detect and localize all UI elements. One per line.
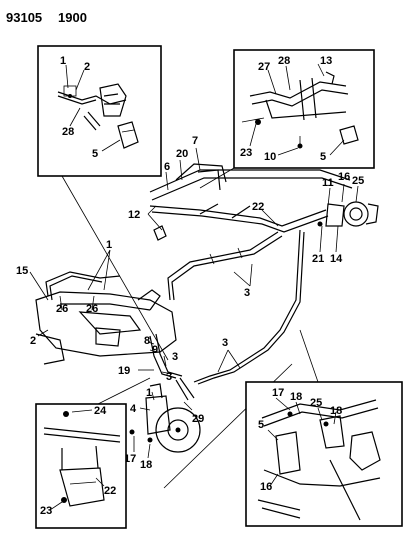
callout-2: 2 [84,61,90,73]
callout-20: 20 [176,148,188,160]
callout-9: 9 [152,344,158,356]
callout-10: 10 [264,151,276,163]
callout-22: 22 [104,485,116,497]
callout-25: 25 [310,397,322,409]
callout-19: 19 [118,365,130,377]
leader-inset-ll [97,377,151,405]
header-code: 1900 [58,10,87,25]
callout-23: 23 [240,147,252,159]
callout-25: 25 [352,175,364,187]
callout-4: 4 [130,403,137,415]
leader-inset-lr-b [299,329,319,383]
callout-26: 26 [86,303,98,315]
callout-14: 14 [330,253,343,265]
callout-16: 16 [260,481,272,493]
callout-1: 1 [146,387,152,399]
callout-24: 24 [94,405,107,417]
callout-1: 1 [106,239,112,251]
leader-inset-ur [199,167,235,189]
callout-5: 5 [258,419,264,431]
callout-2: 2 [30,335,36,347]
callout-22: 22 [252,201,264,213]
callout-17: 17 [124,453,136,465]
callout-27: 27 [258,61,270,73]
callout-3-lower: 3 [222,337,228,349]
callout-26: 26 [56,303,68,315]
inset-upper-left: 1 2 28 5 [37,45,162,177]
callout-23: 23 [40,505,52,517]
leader-inset-ul [61,175,169,361]
inset-lower-left: 24 22 23 [35,403,127,529]
header-part-number: 93105 [6,10,42,25]
callout-5: 5 [320,151,326,163]
inset-upper-right: 27 28 13 23 10 5 [233,49,375,169]
callout-13: 13 [320,55,332,67]
inset-lower-right: 17 18 25 18 5 16 [245,381,403,527]
callout-18: 18 [290,391,302,403]
callout-21: 21 [312,253,324,265]
callout-18: 18 [140,459,152,471]
callout-1: 1 [60,55,66,67]
center-assembly: 7 20 6 12 22 11 16 25 21 14 3 3 [128,135,379,385]
callout-6: 6 [164,161,170,173]
callout-28: 28 [62,126,74,138]
callout-3: 3 [244,287,250,299]
callout-18: 18 [330,405,342,417]
callout-17: 17 [272,387,284,399]
callout-5: 5 [92,148,98,160]
callout-28: 28 [278,55,290,67]
callout-3: 3 [166,371,172,383]
callout-29: 29 [192,413,204,425]
left-main-assembly: 1 15 26 26 2 8 9 3 19 3 1 4 29 17 18 [16,239,204,471]
callout-7: 7 [192,135,198,147]
callout-12: 12 [128,209,140,221]
callout-11: 11 [322,177,334,189]
callout-8: 8 [144,335,150,347]
callout-16: 16 [338,171,350,183]
callout-15: 15 [16,265,28,277]
callout-3: 3 [172,351,178,363]
